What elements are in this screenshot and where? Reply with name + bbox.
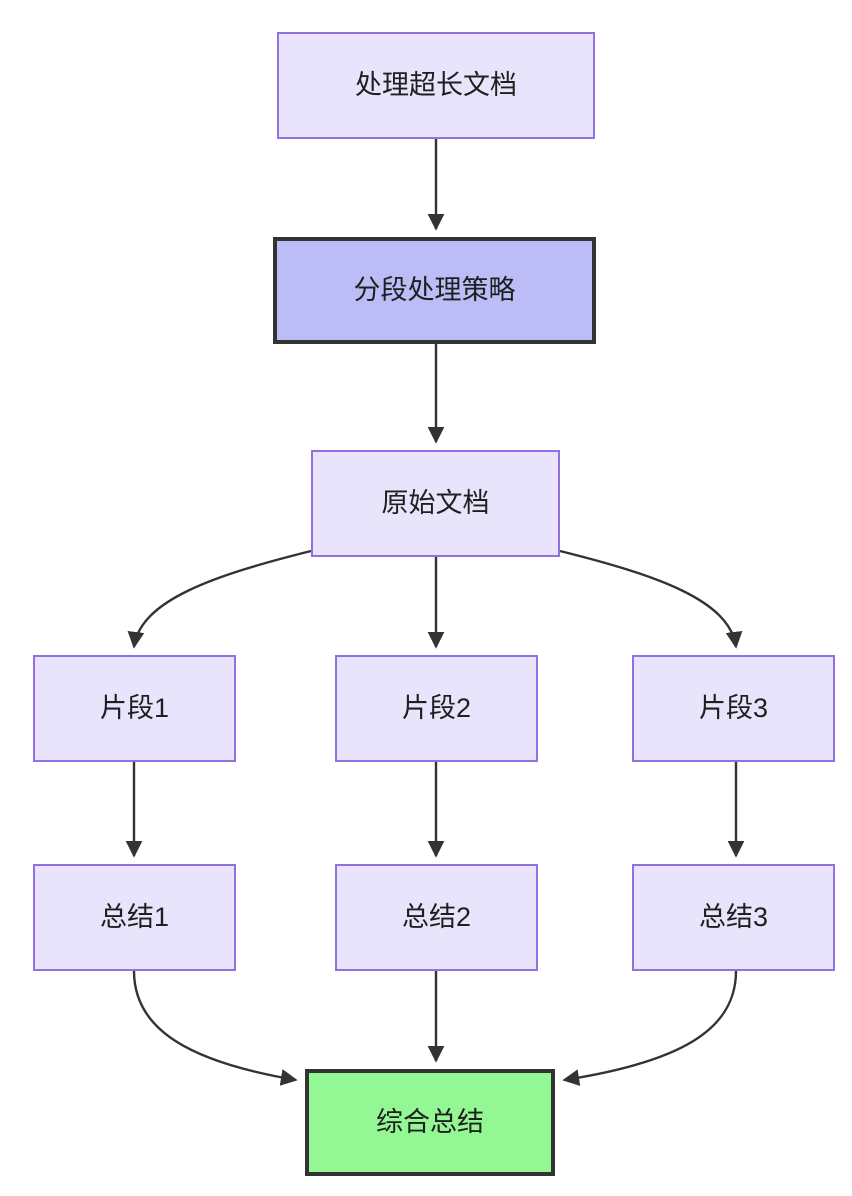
node-chunk-1[interactable]: 片段1 [33,655,236,762]
edge-summary3-to-final [562,970,738,1086]
node-chunk-3[interactable]: 片段3 [632,655,835,762]
node-summary-1-label: 总结1 [99,902,170,933]
node-doc-task-label: 处理超长文档 [355,70,517,101]
node-final-summary[interactable]: 综合总结 [305,1069,555,1176]
node-doc-task[interactable]: 处理超长文档 [277,32,595,139]
node-strategy[interactable]: 分段处理策略 [273,237,596,344]
node-source-document-label: 原始文档 [381,488,490,519]
node-strategy-label: 分段处理策略 [353,275,516,306]
node-summary-1[interactable]: 总结1 [33,864,236,971]
node-summary-3-label: 总结3 [698,902,769,933]
node-chunk-1-label: 片段1 [99,693,170,724]
node-chunk-2[interactable]: 片段2 [335,655,538,762]
node-chunk-2-label: 片段2 [401,693,472,724]
edge-source-to-chunk3 [559,549,743,649]
node-summary-3[interactable]: 总结3 [632,864,835,971]
node-summary-2[interactable]: 总结2 [335,864,538,971]
node-summary-2-label: 总结2 [401,902,472,933]
edge-summary1-to-final [132,970,298,1086]
edge-source-to-chunk1 [127,549,312,649]
node-source-document[interactable]: 原始文档 [311,450,560,557]
node-final-summary-label: 综合总结 [376,1107,484,1138]
node-chunk-3-label: 片段3 [698,693,769,724]
